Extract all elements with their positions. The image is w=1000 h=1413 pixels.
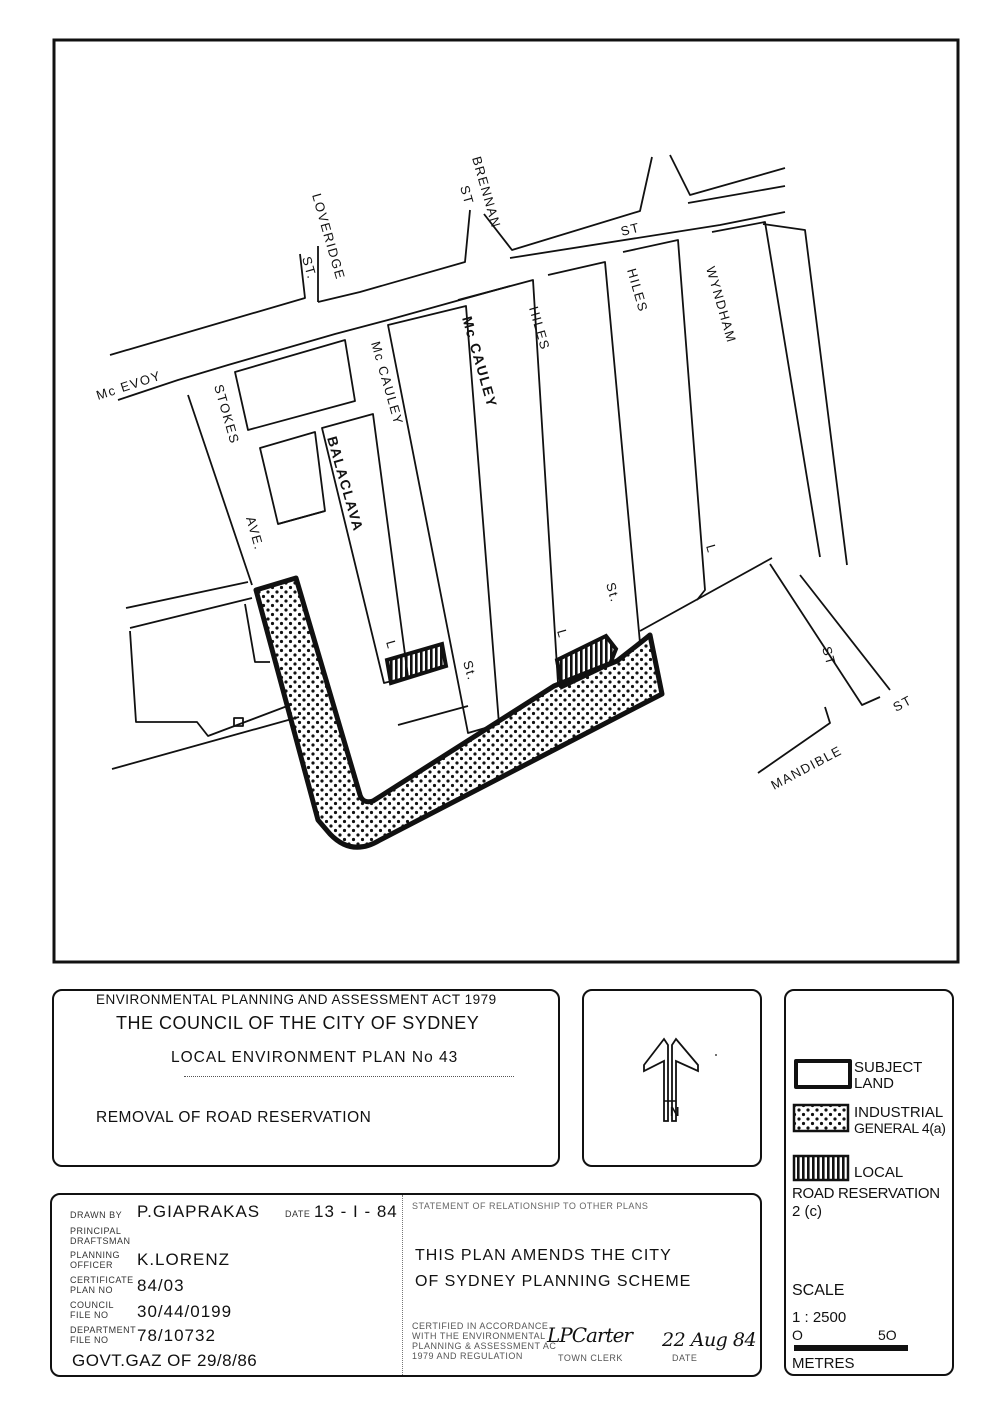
planning-label-2: OFFICER (70, 1260, 113, 1270)
label-st-right: ST (819, 645, 839, 668)
department-file-label-1: DEPARTMENT (70, 1325, 137, 1335)
label-l-left: L (383, 639, 400, 652)
street-labels: Mc EVOY LOVERIDGE ST. BRENNAN ST ST STOK… (94, 155, 914, 793)
signed-date: 22 Aug 84 (662, 1329, 757, 1351)
north-dot (715, 1054, 717, 1056)
relationship-label: STATEMENT OF RELATIONSHIP TO OTHER PLANS (412, 1201, 649, 1211)
label-st-mid: St. (603, 581, 623, 605)
label-l-mid: L (554, 628, 571, 641)
drawn-by-label: DRAWN BY (70, 1210, 123, 1220)
legend-local-1: LOCAL (854, 1164, 904, 1181)
title-block: ENVIRONMENTAL PLANNING AND ASSESSMENT AC… (52, 989, 560, 1167)
plan-title: LOCAL ENVIRONMENT PLAN No 43 (171, 1049, 459, 1066)
relationship-line-2: OF SYDNEY PLANNING SCHEME (415, 1273, 692, 1290)
map: Mc EVOY LOVERIDGE ST. BRENNAN ST ST STOK… (52, 38, 960, 964)
north-arrow-panel: N (582, 989, 762, 1167)
legend-subject-swatch (794, 1059, 852, 1089)
certified-line-4: 1979 AND REGULATION (412, 1351, 523, 1361)
department-file: 78/10732 (137, 1326, 216, 1345)
industrial-zone (253, 575, 665, 850)
scale-fifty: 5O (878, 1327, 897, 1343)
drawn-by: P.GIAPRAKAS (137, 1202, 261, 1221)
legend-subject-2: LAND (854, 1075, 895, 1092)
north-letter: N (670, 1104, 680, 1119)
relationship-line-1: THIS PLAN AMENDS THE CITY (415, 1247, 672, 1264)
certified-line-2: WITH THE ENVIRONMENTAL (412, 1331, 546, 1341)
legend-road-swatch (792, 1154, 850, 1182)
gazette-note: GOVT.GAZ OF 29/8/86 (72, 1351, 258, 1370)
label-st-lower: St. (460, 659, 480, 683)
label-hiles-left: HILES (526, 305, 553, 352)
label-brennan-st: ST (457, 184, 477, 207)
details-divider (402, 1195, 403, 1375)
scale-ratio: 1 : 2500 (792, 1309, 847, 1326)
scale-zero: O (792, 1327, 803, 1343)
certificate-label-2: PLAN No (70, 1285, 114, 1295)
principal-label-2: DRAFTSMAN (70, 1236, 131, 1246)
label-ave: AVE. (243, 515, 267, 552)
council-title: THE COUNCIL OF THE CITY OF SYDNEY (116, 1013, 480, 1033)
plan-purpose: REMOVAL OF ROAD RESERVATION (96, 1109, 372, 1126)
details-block: DRAWN BY P.GIAPRAKAS DATE 13 - I - 84 PR… (50, 1193, 762, 1377)
certificate-label-1: CERTIFICATE (70, 1275, 134, 1285)
label-loveridge-st: ST. (299, 255, 320, 282)
scale-metres: METRES (792, 1355, 855, 1372)
certificate-number: 84/03 (137, 1276, 185, 1295)
label-hiles-right: HILES (624, 267, 651, 314)
council-file: 30/44/0199 (137, 1302, 233, 1321)
department-file-label-2: FILE No (70, 1335, 109, 1345)
label-mandible-st: ST (890, 692, 914, 714)
council-file-label-2: FILE No (70, 1310, 109, 1320)
legend-subject-1: SUBJECT (854, 1059, 923, 1076)
map-frame (52, 38, 960, 964)
road-reservation-right (554, 633, 619, 690)
scale-label: SCALE (792, 1282, 845, 1299)
council-file-label-1: COUNCIL (70, 1300, 115, 1310)
town-clerk-label: TOWN CLERK (558, 1353, 623, 1363)
date2-label: DATE (672, 1353, 698, 1363)
label-wyndham: WYNDHAM (703, 265, 739, 345)
certified-line-3: PLANNING & ASSESSMENT AC (412, 1341, 557, 1351)
plan-underline (184, 1076, 514, 1077)
label-mcevoy: Mc EVOY (94, 368, 163, 403)
principal-label-1: PRINCIPAL (70, 1226, 122, 1236)
north-arrow-icon (643, 1037, 699, 1122)
certified-line-1: CERTIFIED IN ACCORDANCE (412, 1321, 549, 1331)
legend-industrial-1: INDUSTRIAL (854, 1104, 944, 1121)
label-mccauley-bold: Mc CAULEY (459, 314, 500, 409)
planning-label-1: PLANNING (70, 1250, 121, 1260)
date-label: DATE (285, 1209, 311, 1219)
legend-industrial-2: GENERAL 4(a) (854, 1120, 946, 1136)
label-mandible: MANDIBLE (768, 743, 844, 793)
scale-bar (794, 1345, 908, 1351)
signature: LPCarter (547, 1323, 633, 1347)
street-lines (109, 154, 891, 774)
legend-local-3: 2 (c) (792, 1203, 822, 1220)
legend-local-2: ROAD RESERVATION (792, 1185, 940, 1202)
act-title: ENVIRONMENTAL PLANNING AND ASSESSMENT AC… (96, 992, 497, 1007)
planning-officer: K.LORENZ (137, 1250, 231, 1269)
label-balaclava: BALACLAVA (324, 434, 367, 533)
label-l-right: L (703, 543, 720, 556)
date: 13 - I - 84 (314, 1202, 398, 1221)
legend-panel: SUBJECT LAND INDUSTRIAL GENERAL 4(a) LOC… (784, 989, 954, 1376)
label-stokes: STOKES (211, 383, 242, 446)
label-top-st: ST (619, 220, 642, 239)
legend-industrial-swatch (792, 1103, 850, 1133)
road-reservation-left (384, 641, 449, 686)
